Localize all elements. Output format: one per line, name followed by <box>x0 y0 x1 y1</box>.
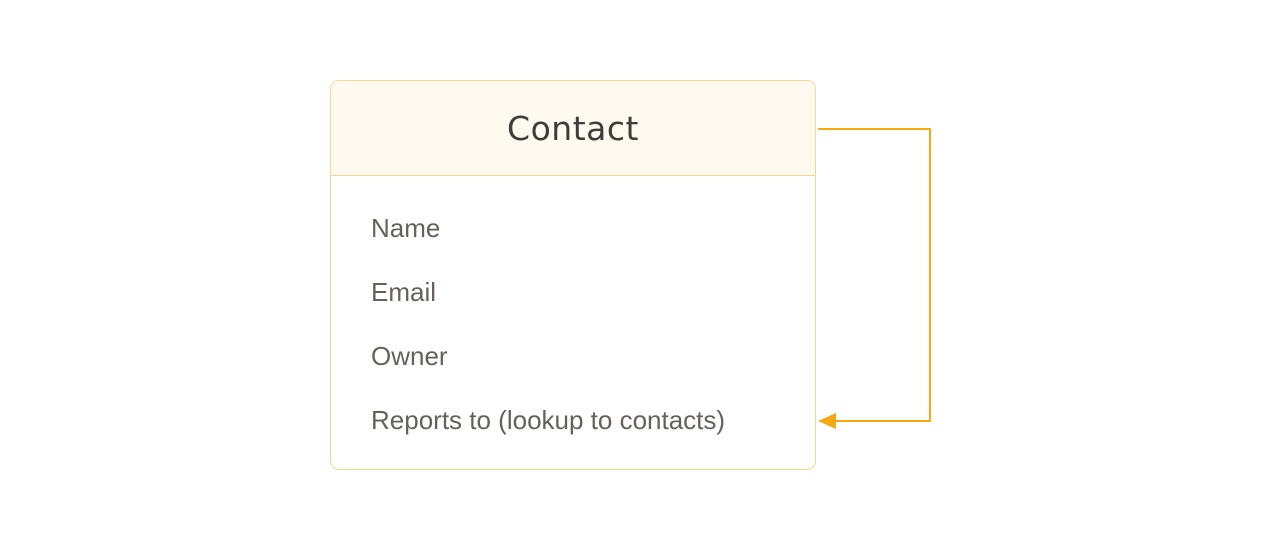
field-owner: Owner <box>371 341 448 371</box>
field-email: Email <box>371 277 437 307</box>
contact-entity-box: Contact Name Email Owner Reports to (loo… <box>330 80 816 470</box>
field-reports-to: Reports to (lookup to contacts) <box>371 405 726 435</box>
entity-title: Contact <box>507 108 639 148</box>
entity-header: Contact <box>331 81 815 176</box>
field-name: Name <box>371 213 441 243</box>
arrowhead-icon <box>818 413 836 429</box>
connector-line <box>818 128 931 422</box>
